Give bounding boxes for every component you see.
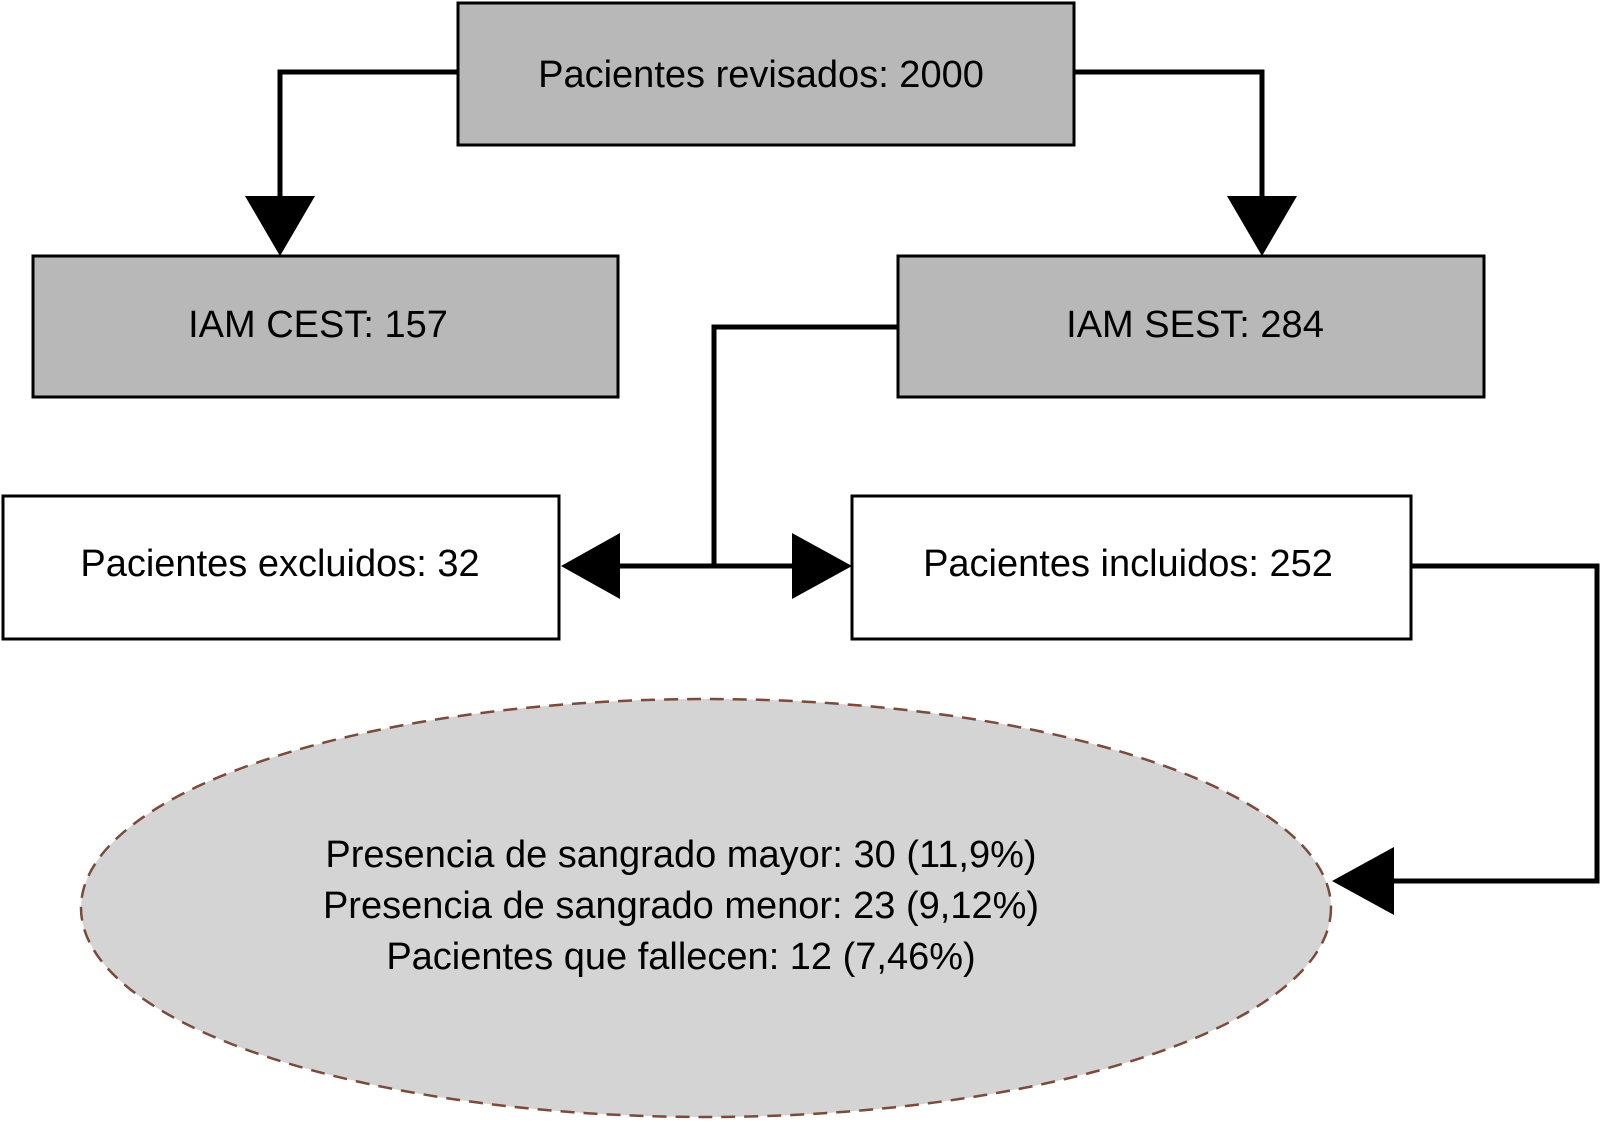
connector-included-to-outcomes: [1392, 563, 1600, 884]
outcome-line-2: Presencia de sangrado menor: 23 (9,12%): [323, 885, 1039, 927]
box-reviewed: [456, 1, 1076, 147]
outcome-line-1: Presencia de sangrado mayor: 30 (11,9%): [325, 834, 1036, 876]
label-stemi: IAM CEST: 157: [188, 304, 448, 346]
label-included: Pacientes incluidos: 252: [923, 543, 1333, 585]
arrowhead-to-outcomes: [1332, 847, 1394, 915]
outcome-line-3: Pacientes que fallecen: 12 (7,46%): [386, 936, 975, 978]
arrowhead-to-included: [792, 533, 852, 599]
box-included: [850, 494, 1413, 641]
connector-reviewed-to-nstemi: [1074, 69, 1265, 198]
label-reviewed: Pacientes revisados: 2000: [538, 54, 984, 96]
box-nstemi: [896, 254, 1486, 399]
arrowhead-to-excluded: [561, 533, 620, 599]
box-excluded: [1, 494, 561, 641]
connector-reviewed-to-stemi: [277, 69, 458, 198]
connector-nstemi-split: [711, 324, 898, 566]
arrowhead-to-stemi: [245, 196, 315, 256]
label-excluded: Pacientes excluidos: 32: [80, 543, 479, 585]
label-nstemi: IAM SEST: 284: [1066, 304, 1324, 346]
ellipse-outcomes: [79, 697, 1333, 1119]
arrowhead-to-nstemi: [1227, 196, 1297, 256]
box-stemi: [31, 254, 620, 399]
